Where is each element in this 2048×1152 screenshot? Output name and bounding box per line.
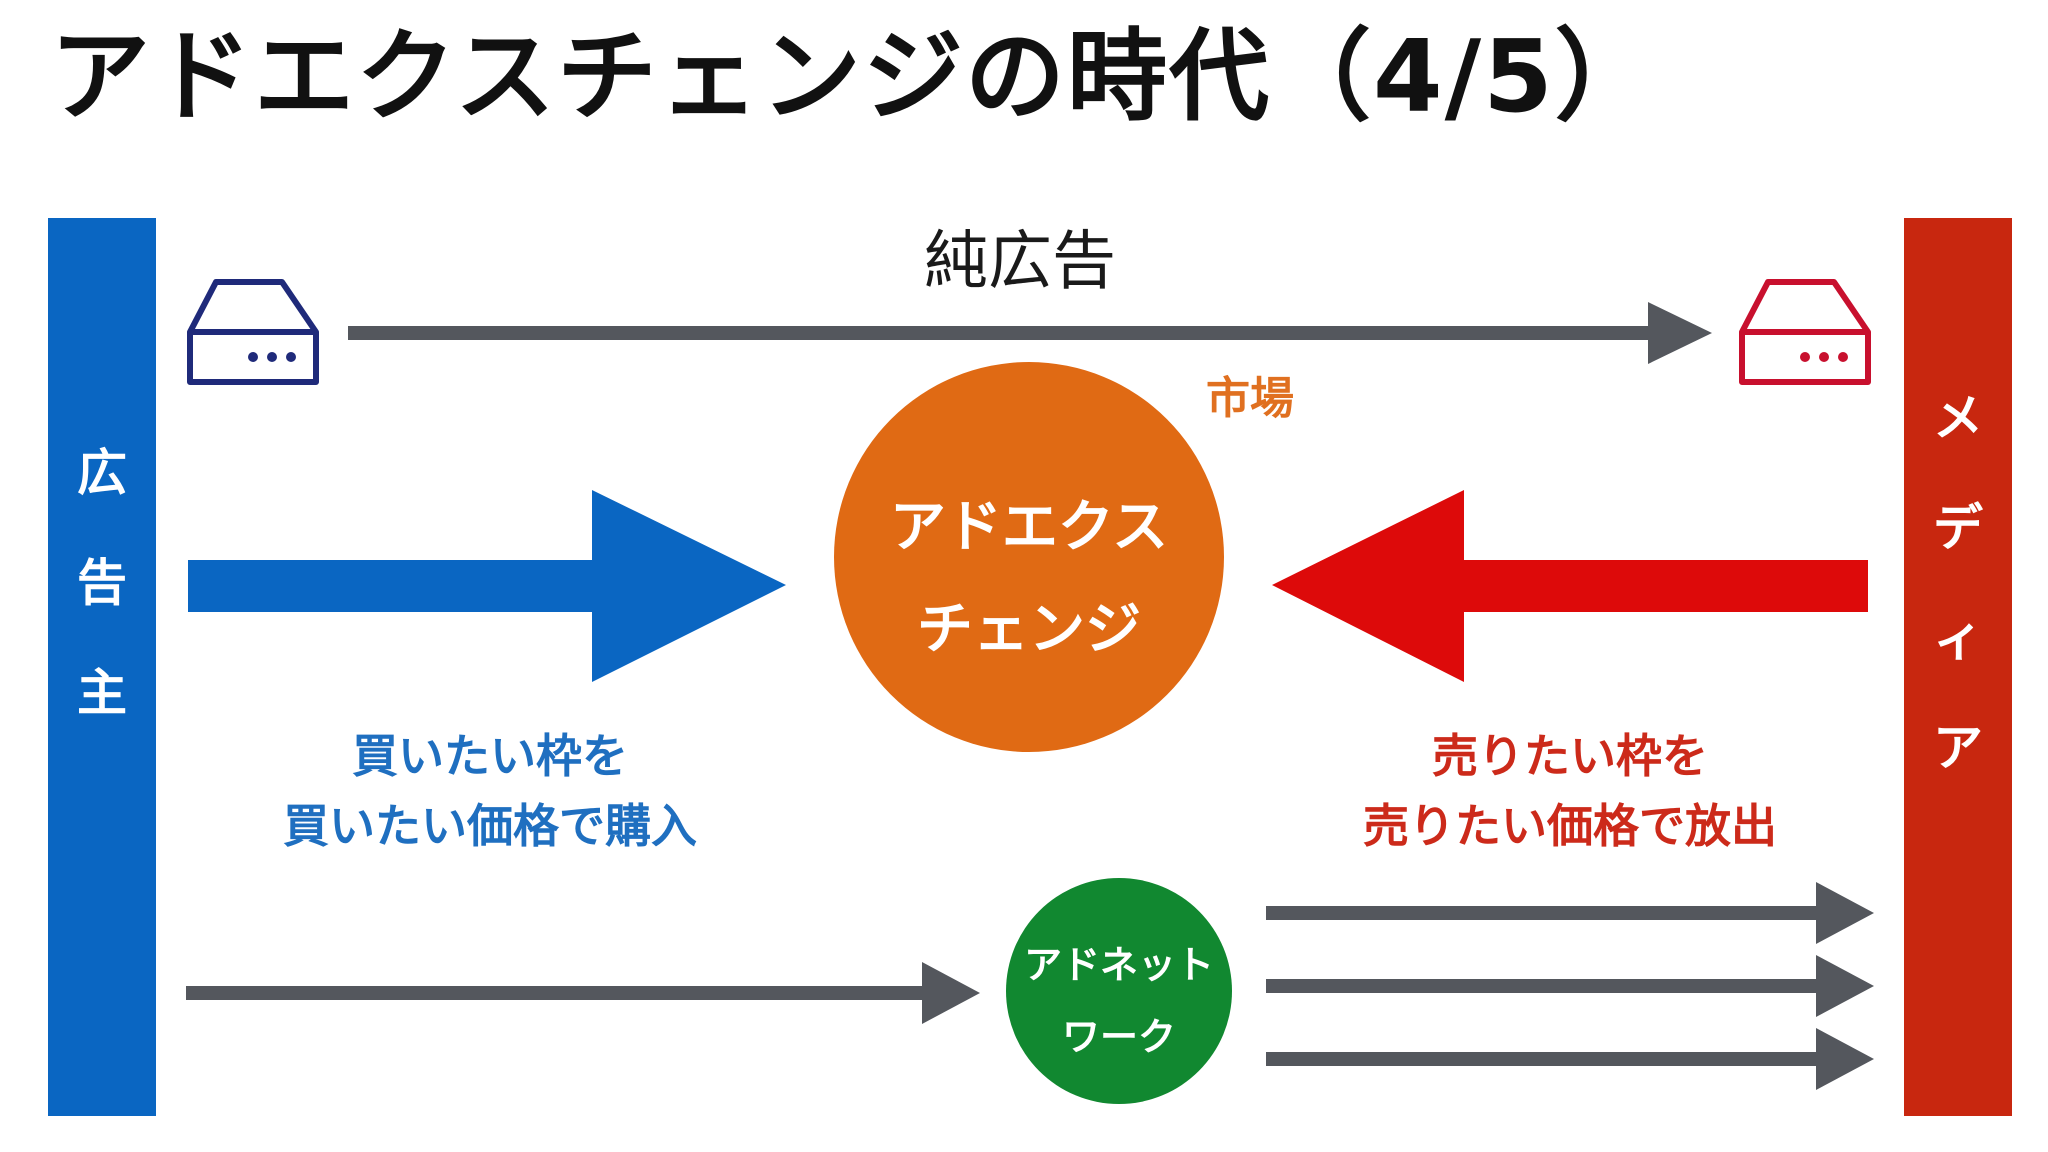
ad-exchange-node: アドエクス チェンジ [834, 362, 1224, 752]
advertiser-label-char: 告 [77, 554, 127, 612]
server-icon [187, 279, 319, 385]
network-output-arrow [1266, 1028, 1874, 1090]
ad-exchange-label: アドエクス [889, 495, 1169, 560]
server-icon [1739, 279, 1871, 385]
ad-network-label: アドネット [1023, 943, 1214, 987]
advertiser-bar: 広 告 主 [48, 218, 156, 1116]
media-bar: メ デ ィ ア [1904, 218, 2012, 1116]
network-output-arrow [1266, 955, 1874, 1017]
media-label-char: ア [1933, 719, 1983, 777]
pure-ad-arrow [348, 302, 1712, 364]
buy-side-arrow [188, 490, 786, 682]
market-label: 市場 [1206, 373, 1294, 424]
page-title: アドエクスチェンジの時代（4/5） [50, 18, 1657, 135]
sell-side-arrow [1272, 490, 1868, 682]
media-label-char: メ [1933, 389, 1983, 447]
network-input-arrow [186, 962, 980, 1024]
ad-network-label: ワーク [1061, 1015, 1176, 1059]
media-label-char: デ [1933, 499, 1983, 557]
pure-ad-label: 純広告 [924, 225, 1116, 299]
ad-exchange-label: チェンジ [917, 597, 1141, 662]
network-output-arrow [1266, 882, 1874, 944]
media-label-char: ィ [1933, 609, 1983, 667]
buy-side-label: 買いたい枠を [352, 729, 628, 783]
advertiser-label-char: 広 [77, 444, 127, 502]
buy-side-label: 買いたい価格で購入 [283, 799, 697, 853]
sell-side-label: 売りたい価格で放出 [1363, 799, 1777, 853]
advertiser-label-char: 主 [77, 664, 127, 722]
sell-side-label: 売りたい枠を [1432, 729, 1708, 783]
ad-network-node: アドネット ワーク [1006, 878, 1232, 1104]
